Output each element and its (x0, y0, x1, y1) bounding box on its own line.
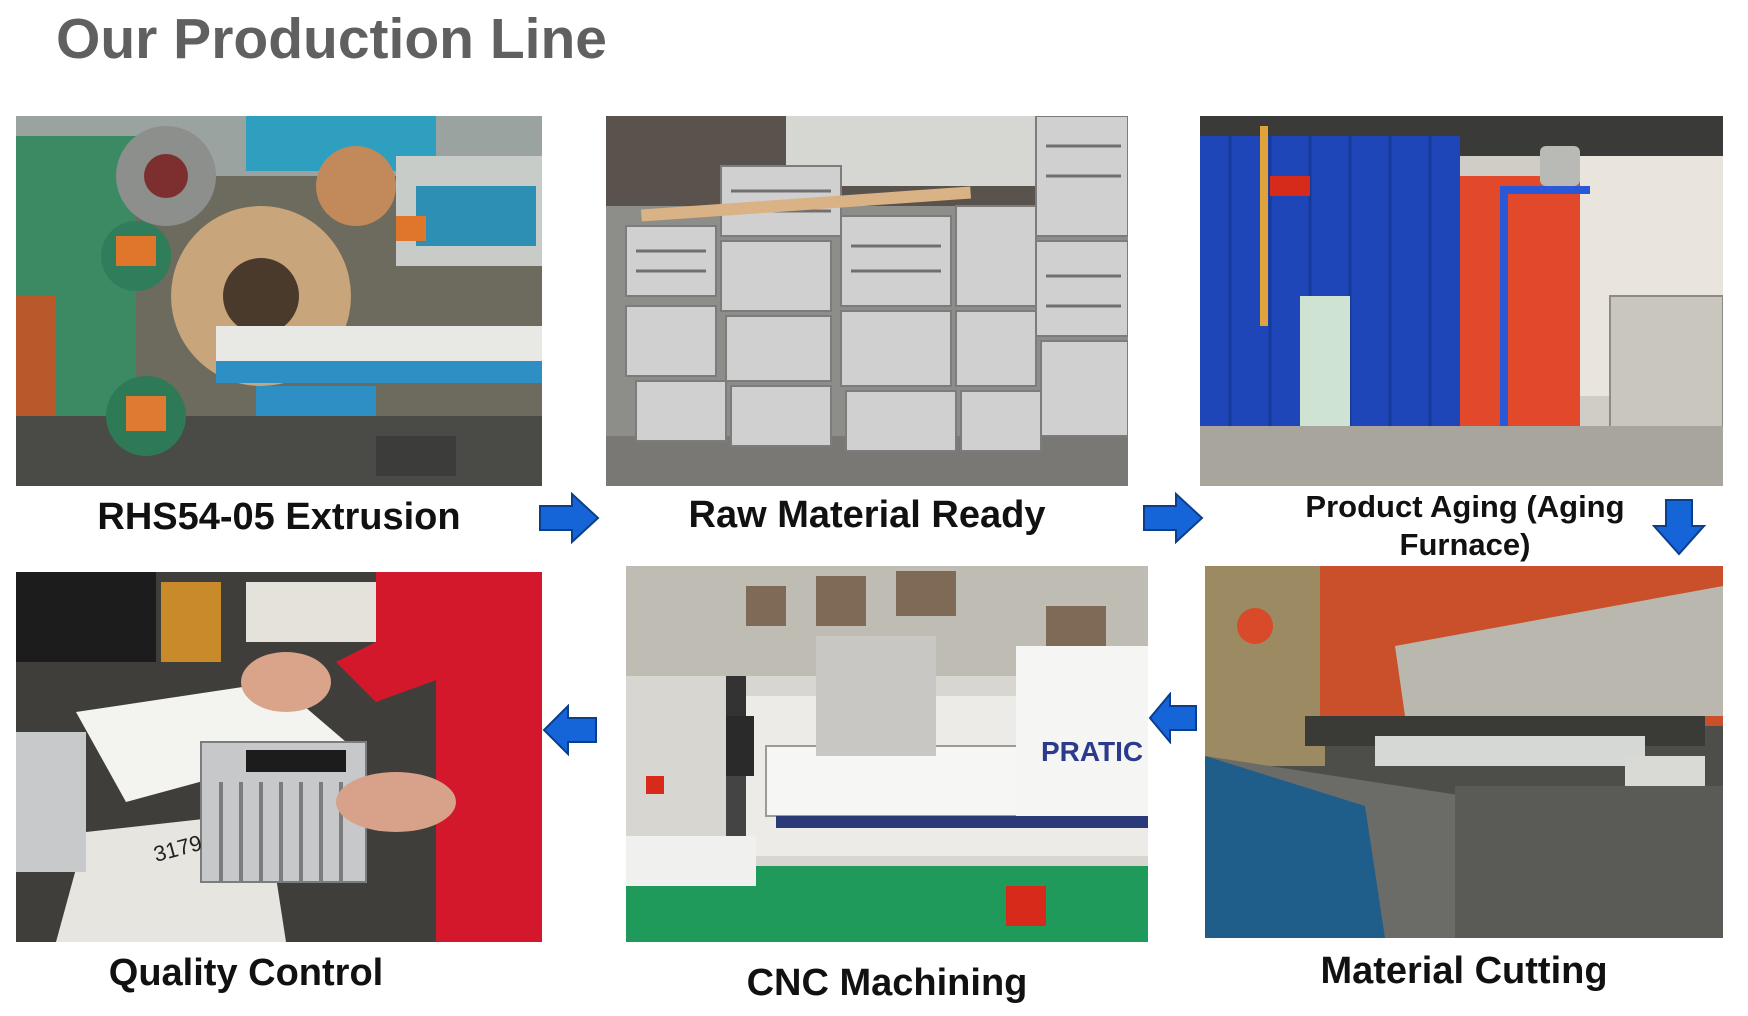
step-label-extrusion: RHS54-05 Extrusion (97, 496, 461, 538)
step-label-quality-control: Quality Control (108, 952, 384, 994)
quality-control-photo: 3179 (16, 572, 542, 942)
left-arrow-icon (1148, 692, 1198, 744)
page-title: Our Production Line (56, 7, 607, 71)
machine-brand-text: PRATIC (1041, 736, 1143, 767)
cnc-machining-photo: PRATIC (626, 566, 1148, 942)
step-label-aging: Product Aging (Aging Furnace) (1305, 489, 1625, 562)
down-arrow-icon (1652, 498, 1706, 556)
material-cutting-photo (1205, 566, 1723, 938)
extrusion-photo (16, 116, 542, 486)
left-arrow-icon (542, 704, 598, 756)
step-label-cutting: Material Cutting (1320, 950, 1608, 992)
raw-material-photo (606, 116, 1128, 486)
right-arrow-icon (1142, 492, 1204, 544)
step-label-raw-material: Raw Material Ready (688, 494, 1046, 536)
right-arrow-icon (538, 492, 600, 544)
aging-furnace-photo (1200, 116, 1723, 486)
step-label-cnc: CNC Machining (746, 962, 1028, 1004)
